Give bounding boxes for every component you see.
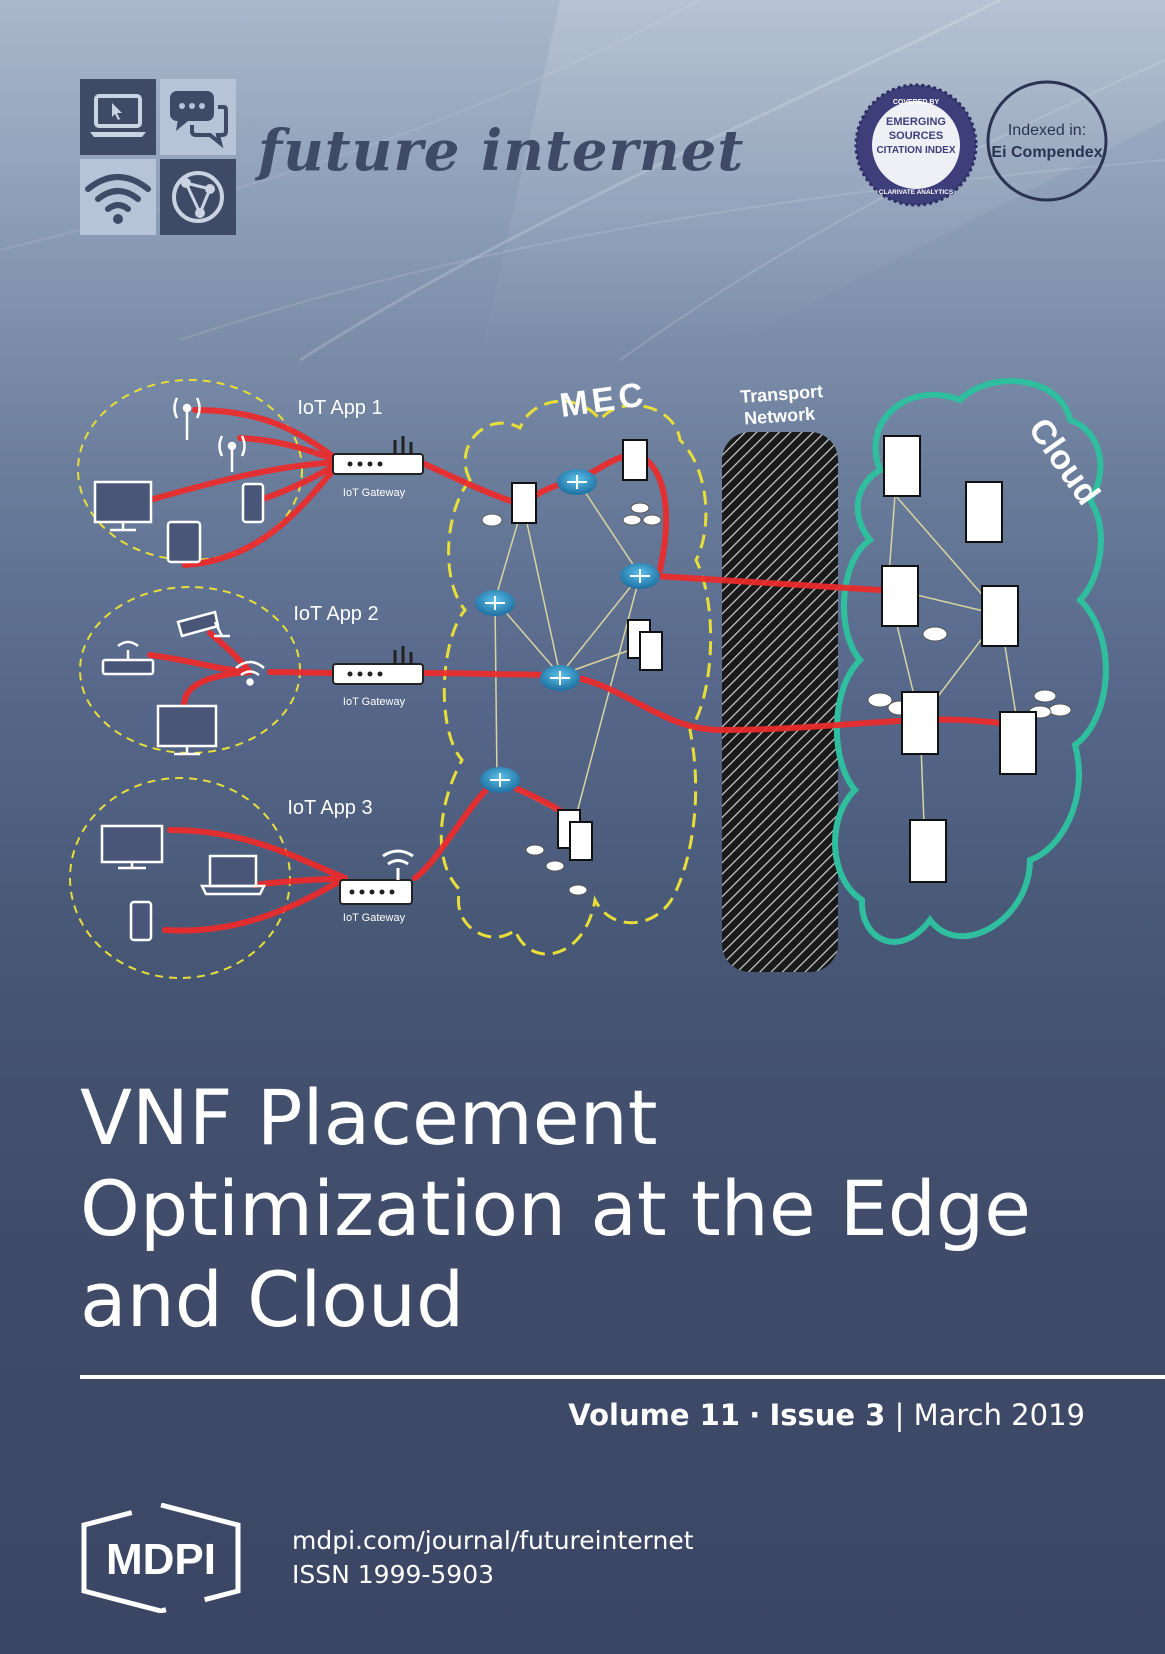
iot-app2-label: IoT App 2 xyxy=(293,603,378,625)
mec-server xyxy=(511,482,537,524)
laptop-device-icon xyxy=(199,854,267,896)
esci-line3: CITATION INDEX xyxy=(876,145,955,156)
journal-logo xyxy=(80,79,236,235)
small-routers xyxy=(481,502,1072,896)
mec-server xyxy=(622,439,648,481)
gateway1-label: IoT Gateway xyxy=(343,487,406,499)
ei-line1: Indexed in: xyxy=(1008,122,1086,139)
phone-icon xyxy=(129,900,153,942)
iot-app3-cluster xyxy=(69,777,291,979)
cloud-label: Cloud xyxy=(1021,411,1107,512)
iot-gateway-2 xyxy=(332,646,424,685)
mdpi-hexagon xyxy=(81,1503,241,1613)
wifi-signal-icon xyxy=(235,660,265,686)
chat-bubbles-icon xyxy=(160,79,236,155)
title-divider xyxy=(80,1375,1165,1379)
phone-icon xyxy=(241,482,265,524)
iot-app1-label: IoT App 1 xyxy=(297,397,382,419)
cloud-server xyxy=(881,565,919,627)
volume-label: Volume 11 xyxy=(568,1398,740,1432)
globe-network-icon xyxy=(160,159,236,235)
transport-network-block xyxy=(722,432,838,972)
issn: ISSN 1999-5903 xyxy=(292,1560,495,1589)
esci-badge-ring xyxy=(854,83,978,207)
cloud-server xyxy=(999,711,1037,775)
esci-bottom-text: CLARIVATE ANALYTICS xyxy=(879,189,954,196)
gateway3-label: IoT Gateway xyxy=(343,912,406,924)
edge-router xyxy=(557,469,597,495)
journal-name: future internet xyxy=(258,118,745,184)
iot-app3-label: IoT App 3 xyxy=(287,797,372,819)
esci-line2: SOURCES xyxy=(889,130,943,142)
network-diagram: Transport Network MEC Cloud IoT App 1 Io… xyxy=(69,375,1109,979)
monitor-icon xyxy=(156,704,218,756)
esci-badge: COVERED BY EMERGING SOURCES CITATION IND… xyxy=(854,83,978,207)
mdpi-logo: MDPI xyxy=(81,1503,241,1613)
mdpi-logo-text: MDPI xyxy=(106,1535,216,1584)
esci-line1: EMERGING xyxy=(886,116,946,128)
iot-gateway-3 xyxy=(339,849,414,905)
cloud-server xyxy=(981,585,1019,647)
cloud-server xyxy=(901,691,939,755)
antenna-icon xyxy=(173,397,201,440)
edge-router xyxy=(540,665,580,691)
article-title: VNF Placement Optimization at the Edge a… xyxy=(80,1072,1090,1345)
router-icon xyxy=(101,640,155,676)
journal-url[interactable]: mdpi.com/journal/futureinternet xyxy=(292,1526,694,1555)
title-line-1: VNF Placement xyxy=(80,1073,658,1162)
cloud-boundary xyxy=(832,378,1109,945)
ei-badge-ring xyxy=(986,80,1108,202)
antenna-icon xyxy=(218,435,246,472)
tablet-icon xyxy=(166,520,202,564)
mec-server xyxy=(569,821,593,861)
ei-line2: Ei Compendex xyxy=(991,144,1102,161)
tv-icon xyxy=(100,824,164,870)
issue-info: Volume 11 · Issue 3 | March 2019 xyxy=(568,1398,1085,1432)
mec-server xyxy=(639,631,663,671)
ei-compendex-badge: Indexed in: Ei Compendex xyxy=(986,80,1108,202)
security-camera-icon xyxy=(176,610,230,638)
laptop-icon xyxy=(80,79,156,155)
issue-date: March 2019 xyxy=(913,1398,1085,1432)
monitor-icon xyxy=(93,480,153,532)
mec-boundary xyxy=(439,399,713,956)
gateway2-label: IoT Gateway xyxy=(343,696,406,708)
cloud-server xyxy=(883,435,921,497)
esci-top-text: COVERED BY xyxy=(893,99,940,106)
cloud-server xyxy=(909,819,947,883)
iot-gateway-1 xyxy=(332,436,424,475)
title-line-2: Optimization at the Edge xyxy=(80,1164,1032,1253)
issue-number: Issue 3 xyxy=(769,1398,886,1432)
issue-separator: · xyxy=(749,1398,761,1432)
mec-label: MEC xyxy=(557,375,649,425)
edge-router xyxy=(620,563,660,589)
cloud-server xyxy=(965,481,1003,543)
wifi-icon xyxy=(80,159,156,235)
title-line-3: and Cloud xyxy=(80,1255,465,1344)
edge-router xyxy=(480,767,520,793)
transport-label-line2: Network xyxy=(743,403,816,428)
issue-pipe: | xyxy=(894,1398,905,1432)
edge-router xyxy=(475,590,515,616)
